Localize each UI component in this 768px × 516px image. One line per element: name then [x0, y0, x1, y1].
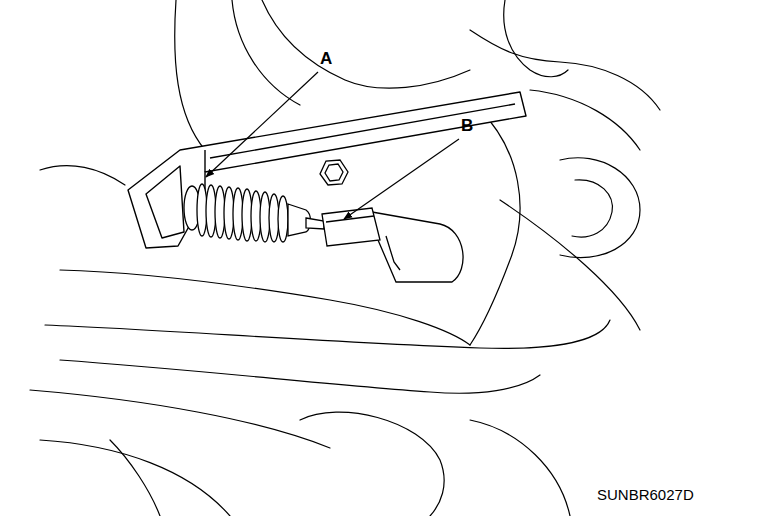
leader-lines [206, 72, 459, 219]
adjuster-bracket [128, 92, 526, 248]
cable-end [306, 208, 463, 282]
background-body [30, 0, 660, 516]
callout-letter: B [461, 117, 473, 136]
adjuster-spring [184, 184, 311, 242]
figure-code: SUNBR6027D [597, 487, 694, 504]
bracket-bolt [320, 160, 348, 185]
callout-letter: A [320, 50, 332, 69]
